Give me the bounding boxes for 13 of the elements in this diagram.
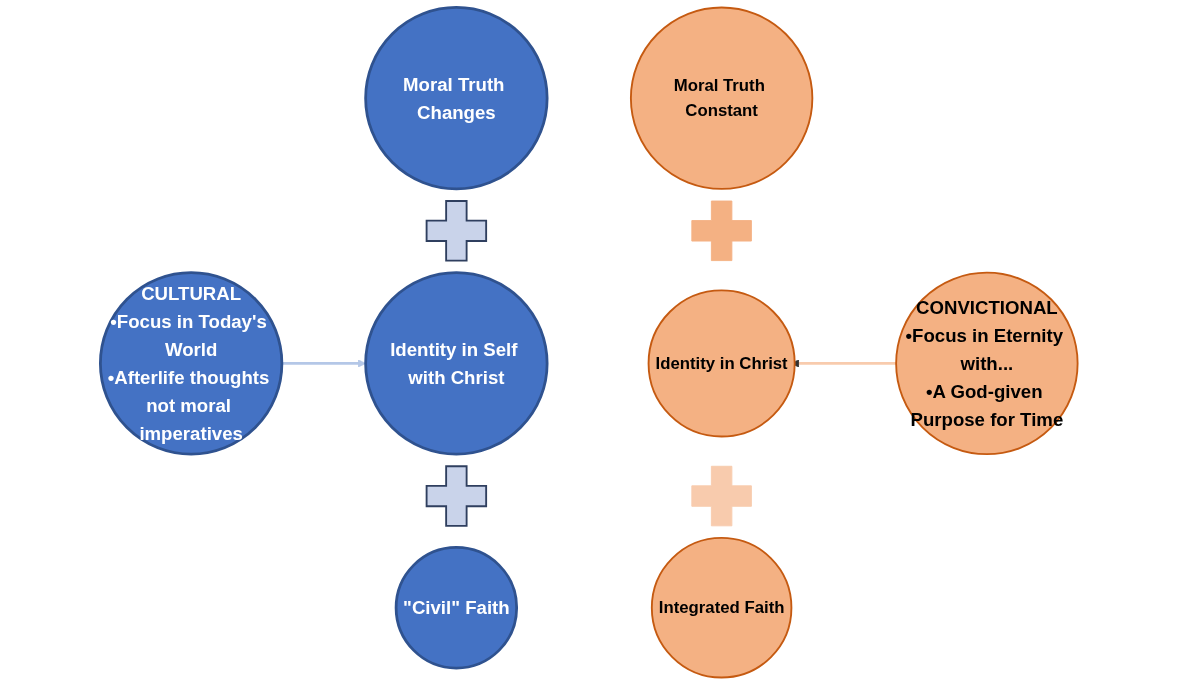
node-circle: Moral Truth Changes xyxy=(364,6,549,191)
node-cross xyxy=(425,200,488,262)
node-circle: Moral Truth Constant xyxy=(629,6,814,190)
arrow xyxy=(281,359,366,368)
node-cross xyxy=(425,465,488,527)
node-circle: Integrated Faith xyxy=(650,537,793,679)
node-circle: CONVICTIONAL •Focus in Eternity with... •A God-given Purpose for Time xyxy=(895,271,1079,456)
node-circle: Identity in Christ xyxy=(647,289,796,438)
node-circle: Identity in Self with Christ xyxy=(364,271,549,456)
node-circle: CULTURAL •Focus in Today's World •Afterlife thoughts not moral imperatives xyxy=(99,271,284,456)
node-circle: "Civil" Faith xyxy=(394,546,519,670)
node-cross xyxy=(691,465,752,527)
node-cross xyxy=(691,200,752,262)
